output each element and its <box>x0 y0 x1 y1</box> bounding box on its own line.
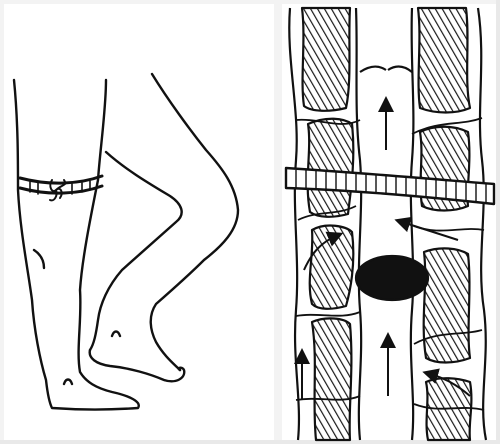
muscle-left-top <box>302 8 350 111</box>
muscle-right-mid <box>424 248 470 362</box>
muscle-left-bottom <box>312 318 351 440</box>
muscle-left-upper <box>308 119 354 217</box>
muscle-right-top <box>418 8 470 113</box>
blood-clot <box>356 256 428 300</box>
